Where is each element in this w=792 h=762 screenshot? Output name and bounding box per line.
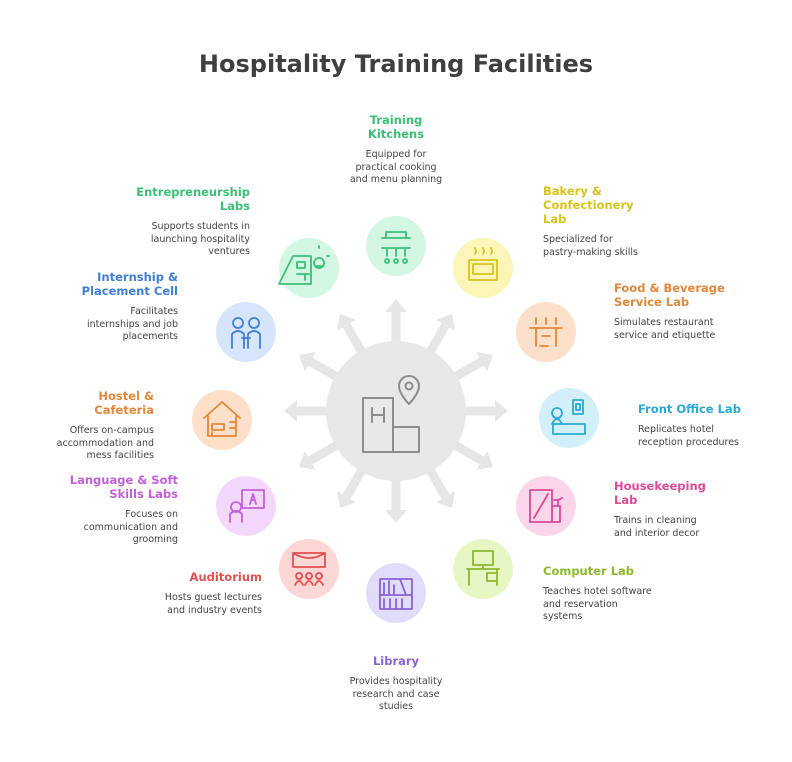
- arrow-head: [435, 314, 456, 331]
- arrow-shaft: [450, 440, 484, 465]
- facility-description: Trains in cleaning and interior decor: [614, 515, 700, 539]
- people-handshake-icon: [231, 317, 261, 349]
- arrow-shaft: [450, 357, 484, 382]
- facility-title: Auditorium: [189, 570, 262, 584]
- node-front-office: [539, 388, 599, 448]
- facility-title: Internship & Placement Cell: [81, 270, 178, 298]
- facility-language: Language & Soft Skills Labs Focuses on c…: [38, 473, 178, 547]
- node-circle: [279, 238, 339, 298]
- facility-housekeeping: Housekeeping Lab Trains in cleaning and …: [614, 479, 764, 540]
- oven-icon: [468, 247, 498, 281]
- node-internship: [216, 302, 276, 362]
- arrow-head: [385, 299, 407, 312]
- facility-description: Facilitates internships and job placemen…: [87, 306, 178, 342]
- facility-description: Supports students in launching hospitali…: [150, 221, 250, 257]
- arrow-head: [336, 314, 357, 331]
- house-bed-icon: [203, 401, 241, 437]
- facility-title: Computer Lab: [543, 564, 635, 578]
- facility-title: Entrepreneurship Labs: [136, 185, 250, 213]
- facility-description: Specialized for pastry-making skills: [543, 234, 638, 258]
- arrow-shaft: [425, 465, 450, 499]
- node-language: [216, 476, 276, 536]
- arrow-head: [495, 400, 508, 422]
- arrow-head: [476, 351, 493, 372]
- node-training-kitchens: [366, 216, 426, 276]
- node-housekeeping: [516, 476, 576, 536]
- arrow-shaft: [342, 465, 367, 499]
- node-circle: [366, 216, 426, 276]
- facility-internship: Internship & Placement Cell Facilitates …: [38, 270, 178, 344]
- facility-description: Replicates hotel reception procedures: [638, 424, 740, 448]
- computer-desk-icon: [466, 550, 500, 586]
- arrow-head: [336, 491, 357, 508]
- hub-arrows: [284, 299, 508, 523]
- node-library: [366, 563, 426, 623]
- reception-desk-icon: [551, 399, 586, 435]
- facility-description: Equipped for practical cooking and menu …: [349, 149, 443, 185]
- facility-front-office: Front Office Lab Replicates hotel recept…: [638, 402, 788, 449]
- facility-title: Housekeeping Lab: [614, 479, 706, 507]
- node-circle: [539, 388, 599, 448]
- node-food-beverage: [516, 302, 576, 362]
- facility-title: Training Kitchens: [367, 113, 425, 141]
- arrow-shaft: [308, 440, 342, 465]
- facility-description: Focuses on communication and grooming: [83, 509, 178, 545]
- node-auditorium: [279, 539, 339, 599]
- node-circle: [516, 302, 576, 362]
- facility-computer-lab: Computer Lab Teaches hotel software and …: [543, 564, 703, 624]
- facility-description: Hosts guest lectures and industry events: [164, 592, 262, 616]
- node-computer-lab: [453, 539, 513, 599]
- facility-description: Simulates restaurant service and etiquet…: [614, 317, 716, 341]
- facility-nodes: [192, 216, 599, 623]
- arrow-shaft: [425, 323, 450, 357]
- arrow-head: [299, 450, 316, 471]
- facility-title: Food & Beverage Service Lab: [614, 281, 725, 309]
- arrow-head: [435, 491, 456, 508]
- facility-description: Offers on-campus accommodation and mess …: [56, 425, 154, 461]
- arrow-head: [385, 510, 407, 523]
- kitchen-utensils-icon: [381, 231, 411, 264]
- node-hostel: [192, 390, 252, 450]
- facility-description: Teaches hotel software and reservation s…: [543, 586, 652, 622]
- facility-entrepreneurship: Entrepreneurship Labs Supports students …: [100, 185, 250, 259]
- node-circle: [216, 476, 276, 536]
- facility-title: Language & Soft Skills Labs: [69, 473, 178, 501]
- facility-title: Library: [372, 654, 420, 668]
- hub-circle: [326, 341, 466, 481]
- bar-stools-icon: [529, 317, 563, 347]
- node-circle: [366, 563, 426, 623]
- node-circle: [279, 539, 339, 599]
- cleaning-spray-icon: [529, 489, 563, 523]
- node-circle: [216, 302, 276, 362]
- stage-audience-icon: [292, 552, 326, 586]
- facility-bakery: Bakery & Confectionery Lab Specialized f…: [543, 184, 693, 259]
- node-circle: [453, 238, 513, 298]
- facility-description: Provides hospitality research and case s…: [349, 676, 443, 712]
- arrow-head: [476, 450, 493, 471]
- facility-hostel: Hostel & Cafeteria Offers on-campus acco…: [14, 389, 154, 463]
- facility-food-beverage: Food & Beverage Service Lab Simulates re…: [614, 281, 774, 342]
- facility-title: Bakery & Confectionery Lab: [543, 184, 634, 226]
- arrow-head: [299, 351, 316, 372]
- facility-training-kitchens: Training Kitchens Equipped for practical…: [326, 113, 466, 187]
- page-title: Hospitality Training Facilities: [198, 50, 594, 78]
- arrow-shaft: [342, 323, 367, 357]
- node-bakery: [453, 238, 513, 298]
- idea-blueprint-icon: [278, 245, 330, 285]
- arrow-head: [284, 400, 297, 422]
- facility-title: Front Office Lab: [638, 402, 741, 416]
- node-entrepreneurship: [278, 238, 339, 298]
- hotel-building-pin-icon: [362, 375, 420, 453]
- arrow-shaft: [308, 357, 342, 382]
- facility-library: Library Provides hospitality research an…: [316, 654, 476, 714]
- bookshelf-icon: [379, 578, 413, 610]
- teacher-board-icon: [229, 489, 265, 523]
- facility-title: Hostel & Cafeteria: [94, 389, 154, 417]
- node-circle: [516, 476, 576, 536]
- node-circle: [192, 390, 252, 450]
- facility-auditorium: Auditorium Hosts guest lectures and indu…: [102, 570, 262, 617]
